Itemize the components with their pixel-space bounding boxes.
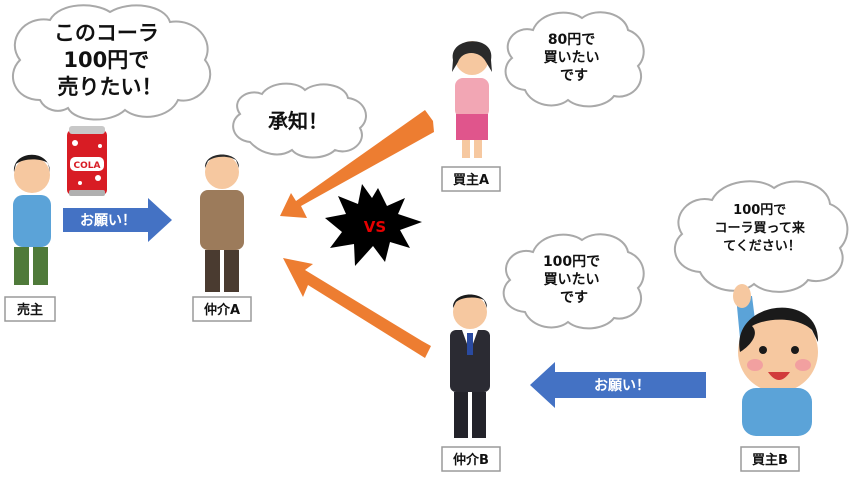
- svg-text:仲介B: 仲介B: [453, 452, 489, 468]
- request-arrow-bottom-label: お願い！: [594, 378, 650, 394]
- buyer-a-person: [452, 41, 492, 158]
- agent-b-thought-bubble: 100円で 買いたい です: [502, 233, 645, 330]
- agent-a-person: [200, 154, 244, 292]
- buyer-b-bubble-line-3: てください！: [723, 239, 801, 254]
- svg-text:100円で コーラ買って来 てくださ: 100円で コーラ買って来 てください！: [715, 203, 810, 254]
- svg-text:100円で 買いたい です: 100円で 買いたい です: [543, 254, 605, 306]
- seller-thought-bubble: このコーラ 100円で 売りたい！: [11, 4, 212, 121]
- seller-label: 売主: [4, 296, 56, 322]
- offer-arrow-buyer-a-to-agent-a: [280, 110, 434, 218]
- buyer-b-thought-bubble: 100円で コーラ買って来 てください！: [673, 180, 849, 293]
- buyer-b-label: 買主B: [740, 446, 800, 472]
- versus-burst: VS: [325, 184, 422, 266]
- offer-arrow-agent-b-to-agent-a: [283, 258, 431, 358]
- request-arrow-top-label: お願い！: [80, 213, 136, 229]
- agent-a-thought-bubble: 承知！: [232, 82, 367, 159]
- svg-text:買主A: 買主A: [453, 172, 489, 188]
- seller-bubble-line-1: このコーラ: [54, 21, 159, 45]
- seller-person: [13, 154, 51, 285]
- cola-can-icon: COLA: [67, 126, 107, 196]
- buyer-a-bubble-line-2: 買いたい: [544, 50, 600, 66]
- svg-text:仲介A: 仲介A: [204, 302, 240, 318]
- buyer-a-bubble-line-3: です: [560, 68, 588, 84]
- buyer-b-bubble-line-2: コーラ買って来: [715, 220, 806, 236]
- agent-a-bubble-text: 承知！: [268, 109, 328, 133]
- buyer-a-label: 買主A: [441, 166, 501, 192]
- seller-bubble-line-3: 売りたい！: [58, 75, 163, 99]
- agent-b-label: 仲介B: [441, 446, 501, 472]
- buyer-b-bubble-line-1: 100円で: [733, 203, 786, 218]
- agent-b-bubble-line-1: 100円で: [543, 254, 600, 270]
- agent-b-bubble-line-3: です: [560, 290, 588, 306]
- cola-can-label: COLA: [74, 161, 101, 171]
- agent-b-bubble-line-2: 買いたい: [544, 272, 600, 288]
- agent-b-person: [450, 294, 490, 438]
- request-arrow-buyer-b-to-agent-b: お願い！: [530, 362, 706, 408]
- svg-text:売主: 売主: [17, 302, 43, 318]
- versus-text: VS: [364, 218, 386, 236]
- buyer-a-thought-bubble: 80円で 買いたい です: [504, 11, 645, 108]
- buyer-b-person: [733, 284, 819, 436]
- request-arrow-seller-to-agent-a: お願い！: [63, 198, 172, 242]
- svg-text:このコーラ 100円で 売りたい！: このコーラ 100円で 売りたい！: [54, 21, 166, 99]
- agent-a-label: 仲介A: [192, 296, 252, 322]
- buyer-a-bubble-line-1: 80円で: [548, 32, 595, 48]
- svg-text:買主B: 買主B: [752, 452, 788, 468]
- seller-bubble-line-2: 100円で: [63, 48, 149, 72]
- svg-text:80円で 買いたい です: 80円で 買いたい です: [544, 32, 605, 84]
